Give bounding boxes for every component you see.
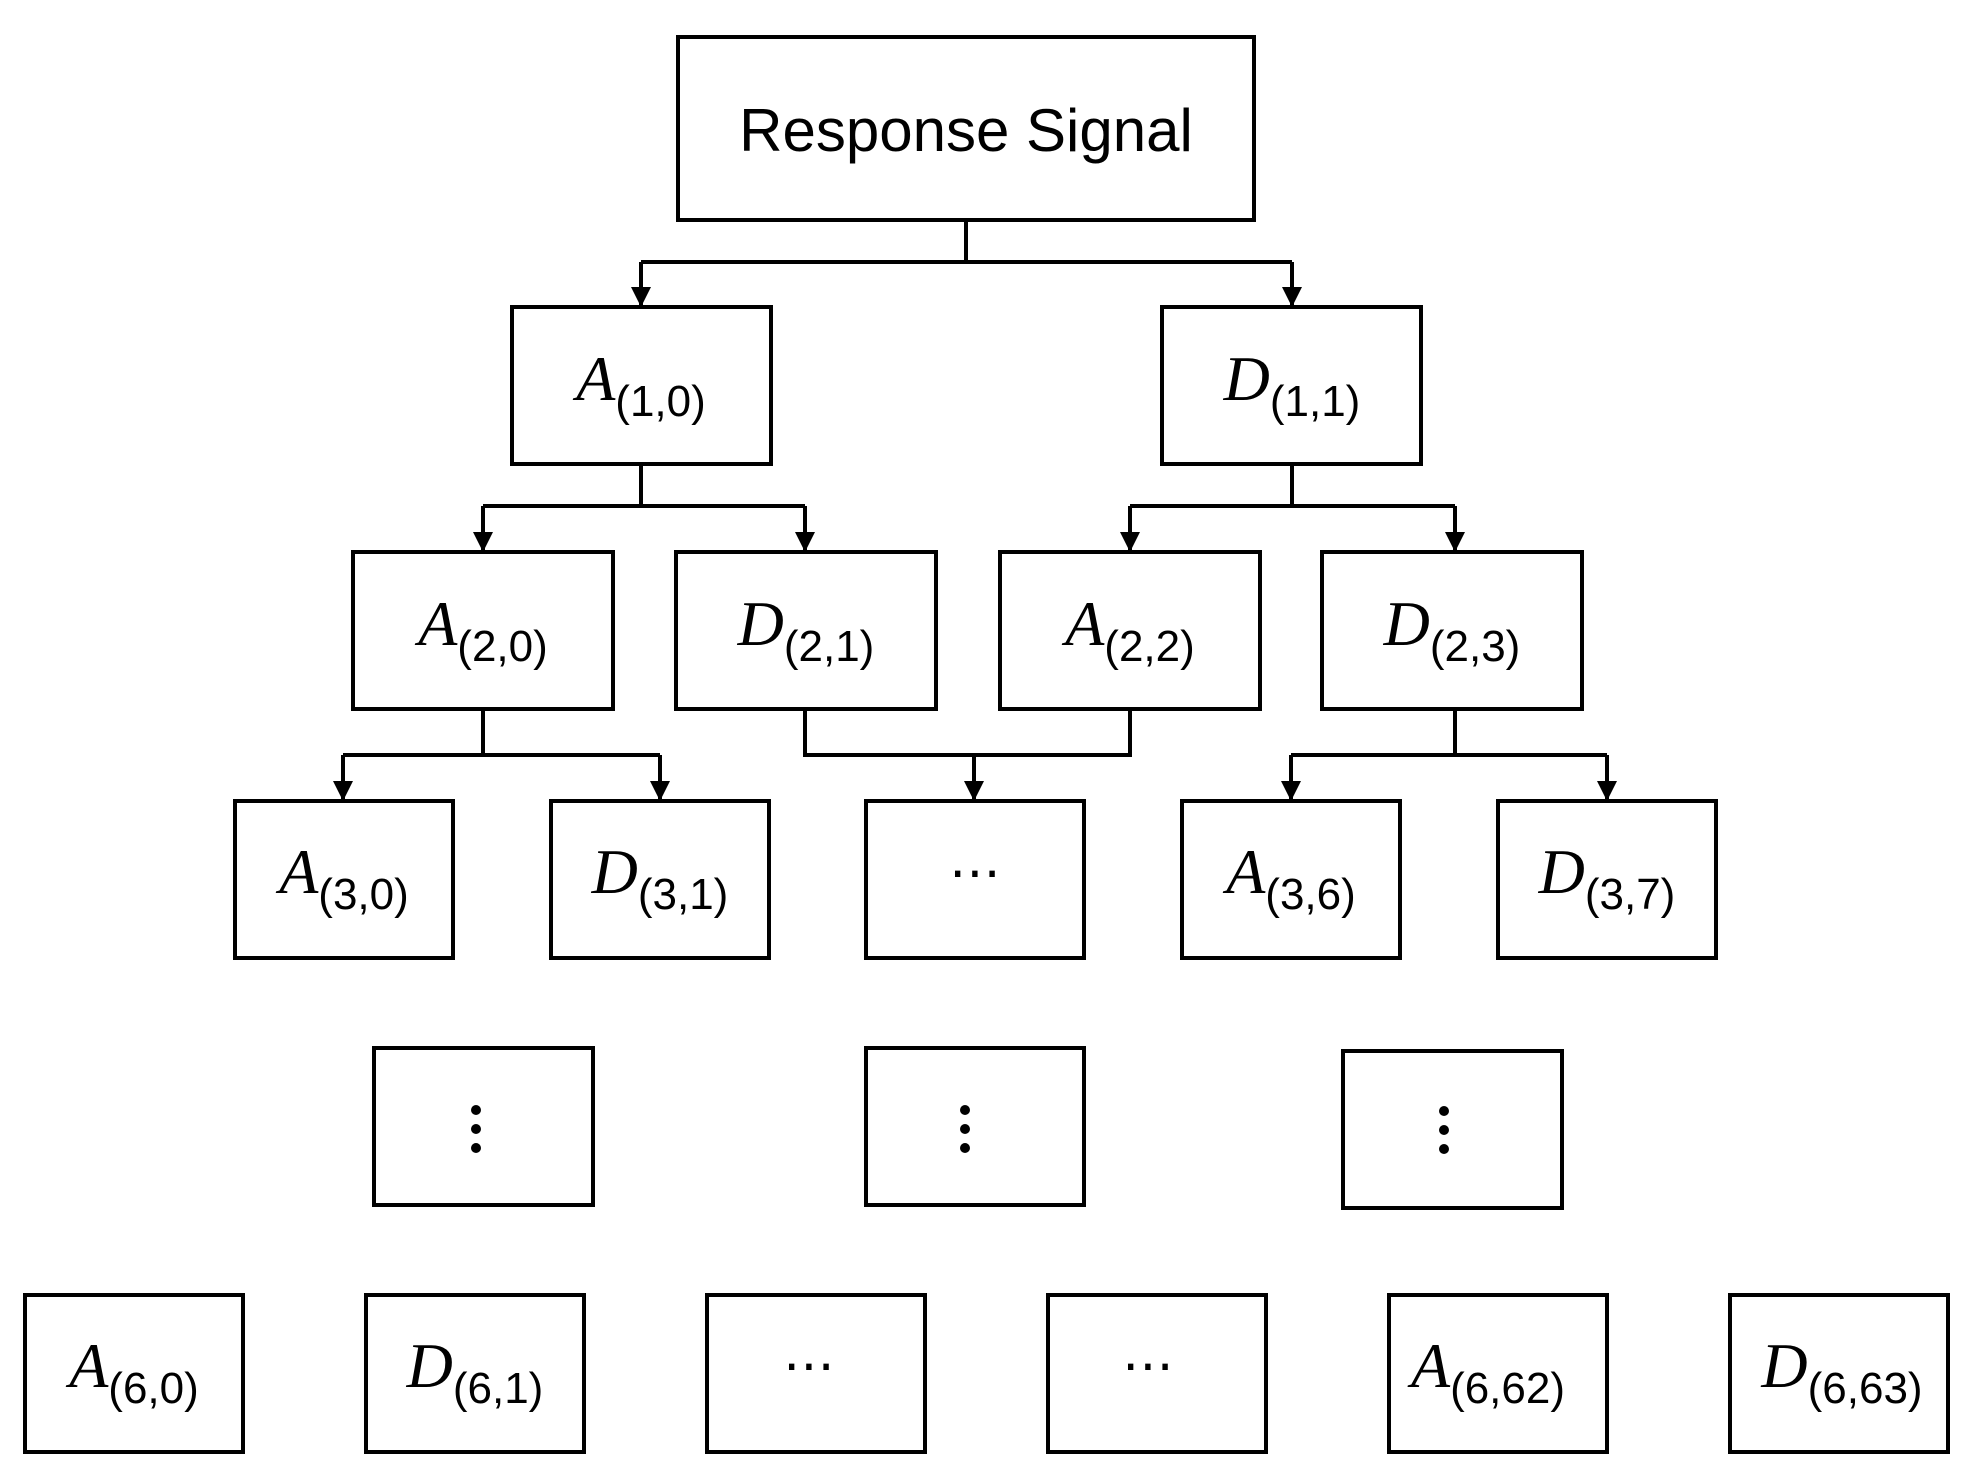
node-vertical-ellipsis-right bbox=[1341, 1049, 1564, 1210]
node-symbol: A bbox=[572, 343, 616, 414]
connectors bbox=[333, 220, 1617, 801]
svg-text:A(3,6): A(3,6) bbox=[1222, 836, 1356, 919]
node-a662: A(6,62) bbox=[1387, 1293, 1609, 1454]
node-subscript: (6,1) bbox=[453, 1364, 543, 1413]
node-symbol: D bbox=[406, 1330, 453, 1401]
node-a30: A(3,0) bbox=[233, 799, 455, 960]
node-d663: D(6,63) bbox=[1728, 1293, 1950, 1454]
svg-text:D(2,3): D(2,3) bbox=[1383, 588, 1521, 671]
vertical-ellipsis-icon bbox=[471, 1105, 481, 1153]
node-d37: D(3,7) bbox=[1496, 799, 1718, 960]
node-a10: A(1,0) bbox=[510, 305, 773, 466]
horizontal-ellipsis: ⋯ bbox=[783, 1336, 835, 1396]
svg-text:D(3,1): D(3,1) bbox=[591, 836, 729, 919]
node-symbol: A bbox=[275, 836, 319, 907]
svg-text:D(3,7): D(3,7) bbox=[1538, 836, 1676, 919]
node-subscript: (2,2) bbox=[1104, 622, 1194, 671]
node-symbol: D bbox=[1538, 836, 1585, 907]
node-symbol: D bbox=[737, 588, 784, 659]
node-d23: D(2,3) bbox=[1320, 550, 1584, 711]
node-subscript: (1,1) bbox=[1270, 377, 1360, 426]
connector-d21-a22 bbox=[803, 709, 1132, 757]
node-symbol: A bbox=[1407, 1330, 1451, 1401]
node-level3-ellipsis: ⋯ bbox=[864, 799, 1086, 960]
node-subscript: (2,3) bbox=[1430, 622, 1520, 671]
connector-a20 bbox=[343, 709, 660, 757]
node-d11: D(1,1) bbox=[1160, 305, 1423, 466]
node-subscript: (3,6) bbox=[1265, 870, 1355, 919]
node-subscript: (3,7) bbox=[1585, 870, 1675, 919]
node-symbol: A bbox=[1222, 836, 1266, 907]
node-vertical-ellipsis-left bbox=[372, 1046, 595, 1207]
svg-text:A(2,2): A(2,2) bbox=[1061, 588, 1195, 671]
node-subscript: (6,62) bbox=[1450, 1364, 1565, 1413]
node-subscript: (6,63) bbox=[1808, 1364, 1923, 1413]
svg-text:A(6,62): A(6,62) bbox=[1407, 1330, 1565, 1413]
node-subscript: (2,1) bbox=[784, 622, 874, 671]
connector-a10 bbox=[483, 464, 805, 508]
node-root: Response Signal bbox=[676, 35, 1256, 222]
connector-d11 bbox=[1130, 464, 1455, 508]
node-a22: A(2,2) bbox=[998, 550, 1262, 711]
node-a36: A(3,6) bbox=[1180, 799, 1402, 960]
node-symbol: A bbox=[65, 1330, 109, 1401]
node-d61: D(6,1) bbox=[364, 1293, 586, 1454]
node-symbol: D bbox=[591, 836, 638, 907]
node-symbol: A bbox=[414, 588, 458, 659]
node-symbol: A bbox=[1061, 588, 1105, 659]
svg-text:D(2,1): D(2,1) bbox=[737, 588, 875, 671]
connector-root bbox=[641, 220, 1292, 264]
node-subscript: (3,1) bbox=[638, 870, 728, 919]
node-a60: A(6,0) bbox=[23, 1293, 245, 1454]
svg-text:A(2,0): A(2,0) bbox=[414, 588, 548, 671]
node-d21: D(2,1) bbox=[674, 550, 938, 711]
svg-text:D(6,63): D(6,63) bbox=[1760, 1330, 1922, 1413]
node-subscript: (2,0) bbox=[457, 622, 547, 671]
node-d31: D(3,1) bbox=[549, 799, 771, 960]
node-subscript: (6,0) bbox=[108, 1364, 198, 1413]
svg-text:A(3,0): A(3,0) bbox=[275, 836, 409, 919]
svg-text:A(6,0): A(6,0) bbox=[65, 1330, 199, 1413]
node-symbol: D bbox=[1760, 1330, 1807, 1401]
root-label: Response Signal bbox=[739, 97, 1193, 164]
svg-text:D(1,1): D(1,1) bbox=[1223, 343, 1361, 426]
horizontal-ellipsis: ⋯ bbox=[949, 843, 1001, 903]
svg-text:A(1,0): A(1,0) bbox=[572, 343, 706, 426]
vertical-ellipsis-icon bbox=[960, 1105, 970, 1153]
connector-d23 bbox=[1291, 709, 1607, 757]
horizontal-ellipsis: ⋯ bbox=[1122, 1336, 1174, 1396]
vertical-ellipsis-icon bbox=[1439, 1106, 1449, 1154]
node-level6-ellipsis-2: ⋯ bbox=[1046, 1293, 1268, 1454]
node-a20: A(2,0) bbox=[351, 550, 615, 711]
node-subscript: (3,0) bbox=[318, 870, 408, 919]
node-vertical-ellipsis-middle bbox=[864, 1046, 1086, 1207]
node-subscript: (1,0) bbox=[615, 377, 705, 426]
node-level6-ellipsis-1: ⋯ bbox=[705, 1293, 927, 1454]
node-symbol: D bbox=[1383, 588, 1430, 659]
svg-text:D(6,1): D(6,1) bbox=[406, 1330, 544, 1413]
node-symbol: D bbox=[1223, 343, 1270, 414]
